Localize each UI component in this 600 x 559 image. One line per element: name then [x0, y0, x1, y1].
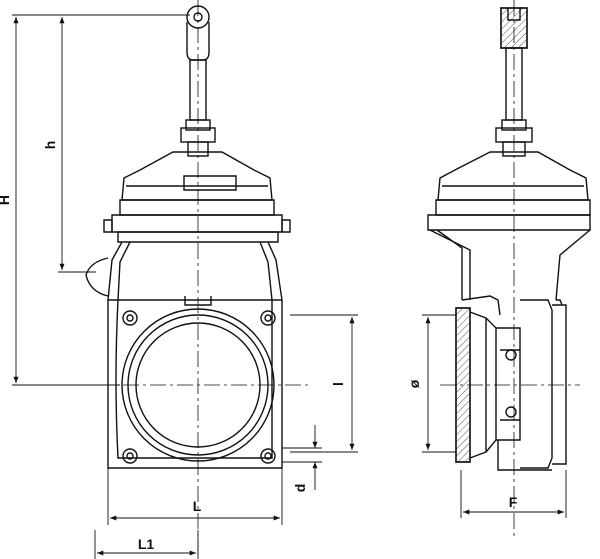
dim-label-h: h	[42, 141, 58, 150]
side-view	[427, 7, 591, 471]
dim-label-F: F	[509, 494, 518, 510]
dim-label-d: d	[292, 484, 308, 493]
side-bonnet	[427, 151, 591, 301]
dim-label-l: l	[330, 382, 346, 386]
front-bonnet	[103, 151, 291, 243]
dim-label-H: H	[0, 195, 12, 205]
side-dimensions	[422, 314, 567, 518]
front-view	[85, 5, 291, 469]
dim-label-L1: L1	[138, 536, 155, 552]
front-centerlines	[96, 0, 310, 555]
dim-label-L: L	[193, 498, 202, 514]
dim-label-diameter: ø	[406, 379, 422, 388]
side-centerlines	[440, 0, 580, 540]
front-body	[85, 241, 283, 469]
side-body	[455, 295, 567, 471]
front-dimensions	[12, 14, 358, 559]
